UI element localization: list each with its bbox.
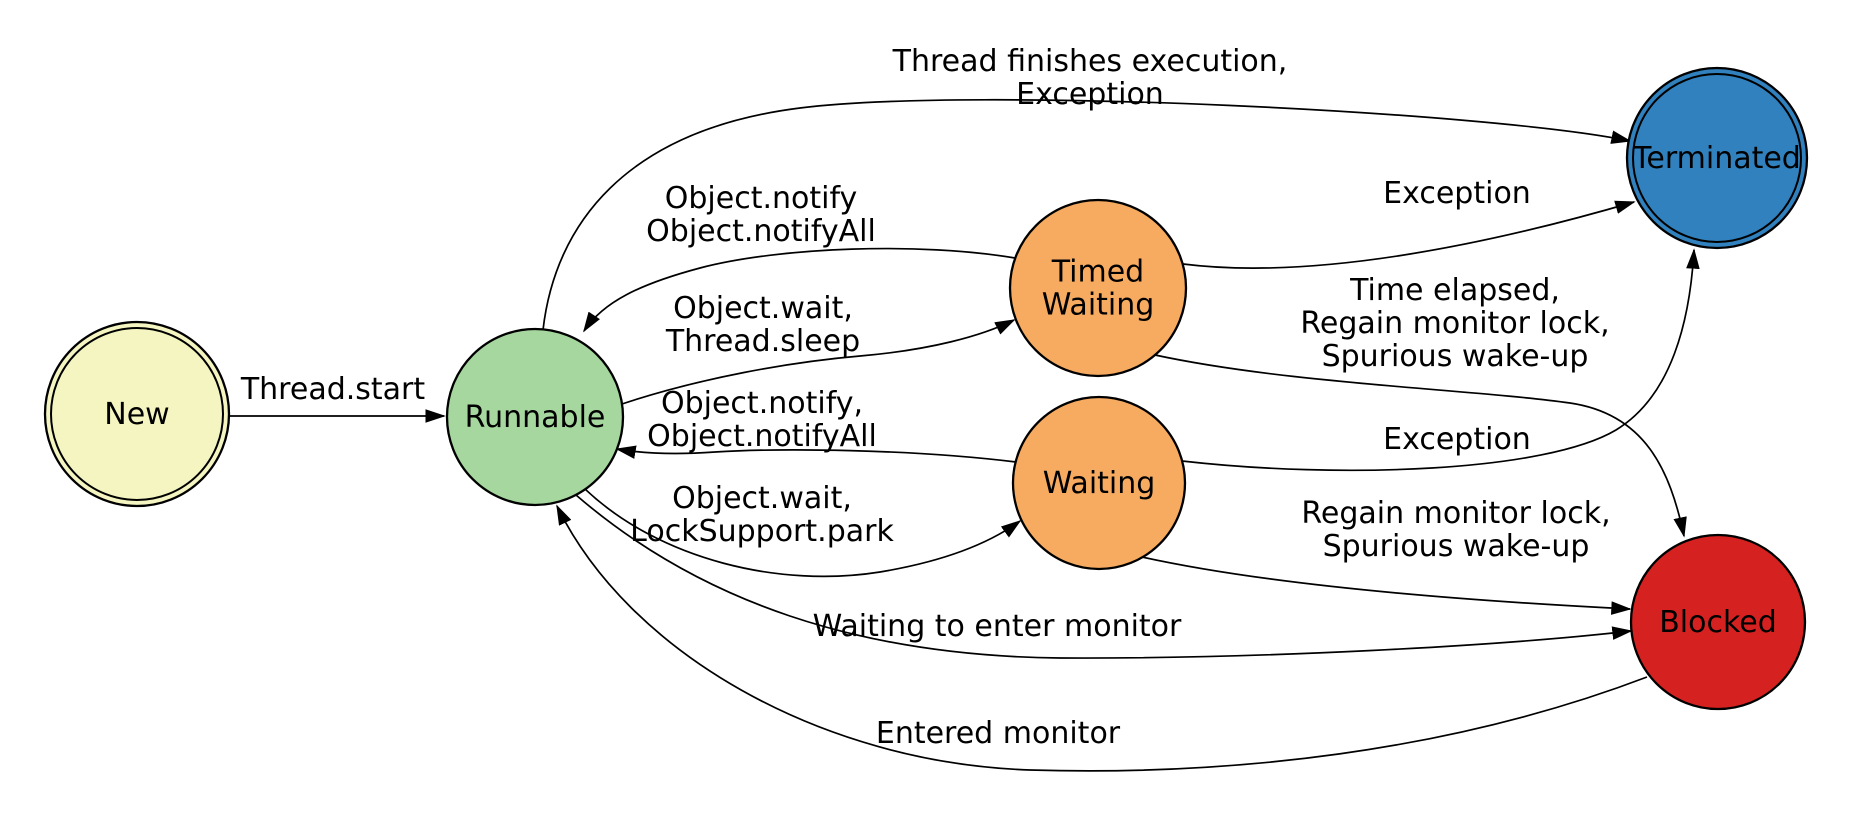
edge-timed-waiting-to-runnable (583, 247, 1016, 333)
edge-blocked-to-runnable (556, 504, 1648, 772)
edge-runnable-to-terminated (542, 98, 1632, 331)
edge-timed-waiting-to-blocked (1154, 354, 1687, 538)
node-circle-waiting (1011, 395, 1187, 571)
node-waiting: Waiting (1011, 395, 1187, 571)
node-label-terminated: Terminated (1632, 141, 1801, 176)
node-label-new: New (104, 397, 169, 432)
node-circle-runnable (445, 327, 625, 507)
edge-label-timed-waiting-to-terminated: Exception (1383, 176, 1531, 211)
edge-label-blocked-to-runnable: Entered monitor (876, 716, 1121, 751)
node-circle-blocked (1629, 533, 1807, 711)
edge-label-new-to-runnable: Thread.start (240, 372, 426, 407)
edge-label-waiting-to-blocked: Regain monitor lock,Spurious wake-up (1301, 496, 1610, 564)
node-blocked: Blocked (1629, 533, 1807, 711)
node-runnable: Runnable (445, 327, 625, 507)
node-circle-new (43, 320, 231, 508)
edge-label-runnable-to-terminated: Thread finishes execution,Exception (892, 44, 1288, 112)
edge-label-runnable-to-waiting: Object.wait,LockSupport.park (630, 481, 894, 549)
node-circle-timed-waiting (1008, 198, 1188, 378)
edge-runnable-to-timed-waiting (621, 319, 1016, 405)
node-label-runnable: Runnable (465, 400, 606, 435)
edge-runnable-to-waiting (584, 488, 1022, 578)
edge-timed-waiting-to-terminated (1182, 200, 1636, 269)
edge-waiting-to-blocked (1141, 556, 1632, 615)
node-label-blocked: Blocked (1659, 605, 1777, 640)
node-new: New (43, 320, 231, 508)
edge-label-timed-waiting-to-blocked: Time elapsed,Regain monitor lock,Spuriou… (1300, 273, 1609, 374)
node-label-waiting: Waiting (1043, 466, 1156, 501)
edge-label-runnable-to-blocked: Waiting to enter monitor (813, 609, 1182, 644)
node-inner-ring-new (50, 327, 224, 501)
node-inner-ring-terminated (1632, 73, 1802, 243)
edge-label-runnable-to-timed-waiting: Object.wait,Thread.sleep (665, 291, 860, 359)
edge-label-waiting-to-terminated: Exception (1383, 422, 1531, 457)
edge-waiting-to-runnable (615, 445, 1017, 463)
edge-label-waiting-to-runnable: Object.notify,Object.notifyAll (647, 386, 877, 454)
edge-runnable-to-blocked (575, 494, 1633, 659)
node-terminated: Terminated (1625, 66, 1809, 250)
node-circle-terminated (1625, 66, 1809, 250)
edge-waiting-to-terminated (1181, 248, 1700, 472)
